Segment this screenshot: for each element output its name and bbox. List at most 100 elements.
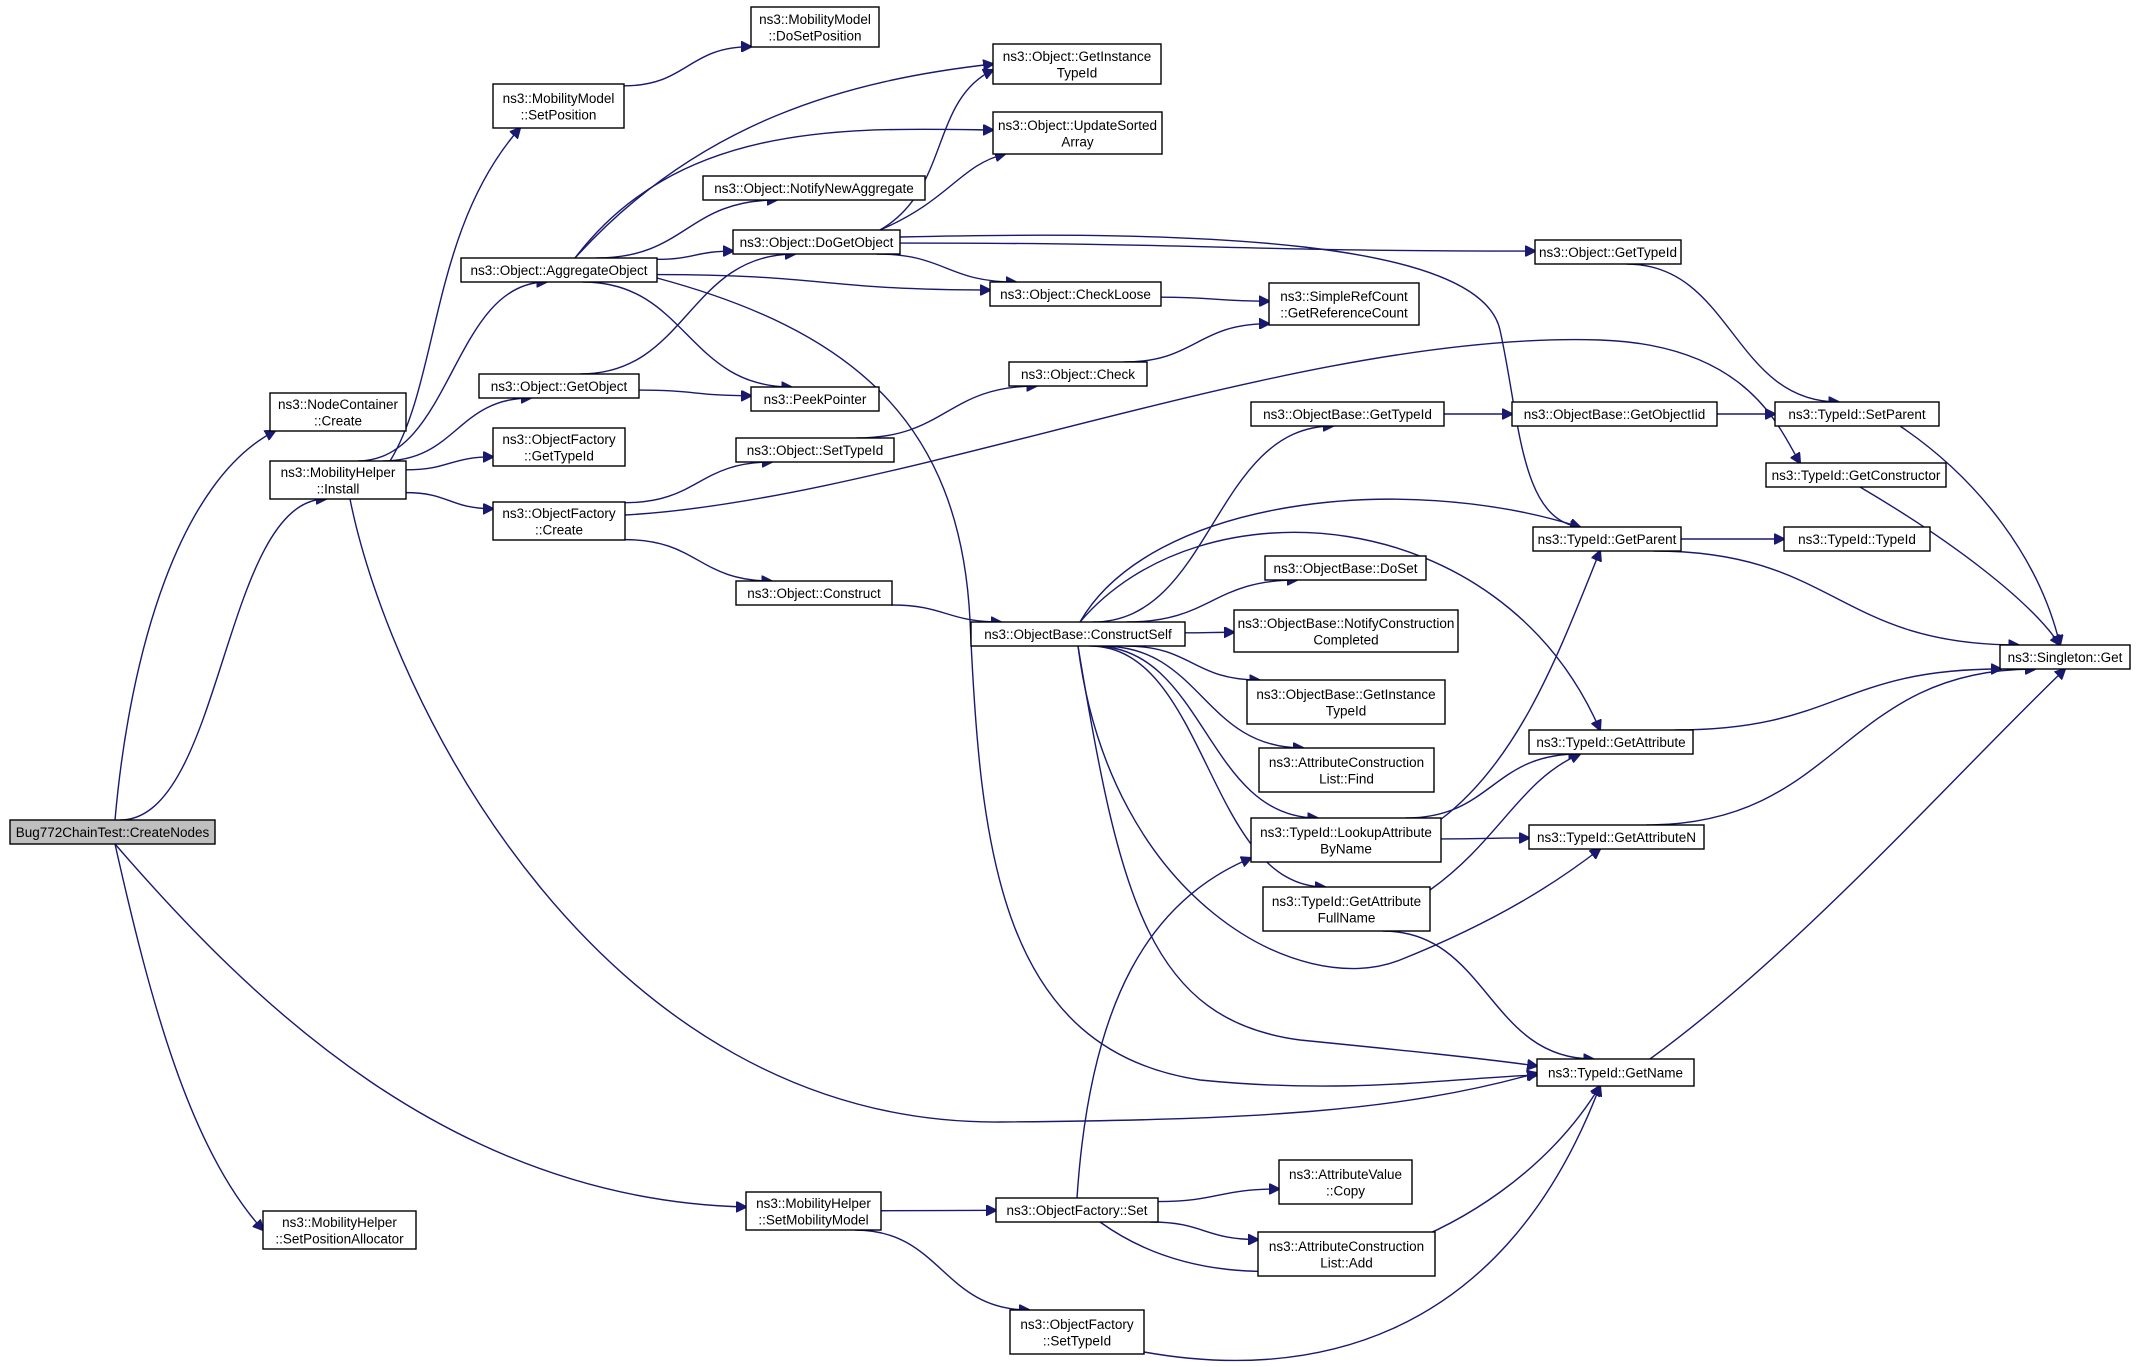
edge-obj_aggregate-to-obj_getinst [574,64,993,259]
node-box [1528,824,1705,850]
node-label: ns3::ObjectFactory::Set [1006,1203,1147,1218]
edge-ob_constructself-to-ob_doset [1126,580,1297,623]
node-ob_notifyconstr[interactable]: ns3::ObjectBase::NotifyConstructionCompl… [1233,609,1459,653]
node-obj_check[interactable]: ns3::Object::Check [1008,361,1148,387]
edge-root-to-mh_setpa [114,843,263,1230]
edge-obj_dogetobject-to-obj_updsorted [879,154,1005,231]
node-nc_create[interactable]: ns3::NodeContainer::Create [269,392,407,432]
node-tid_getparent[interactable]: ns3::TypeId::GetParent [1532,526,1682,552]
node-singleton_get[interactable]: ns3::Singleton::Get [1999,644,2131,670]
node-label: ns3::Singleton::Get [2008,650,2123,665]
node-box [750,386,880,412]
node-tid_getattrn[interactable]: ns3::TypeId::GetAttributeN [1528,824,1705,850]
node-root[interactable]: Bug772ChainTest::CreateNodes [9,819,216,845]
node-obj_checkloose[interactable]: ns3::Object::CheckLoose [989,281,1162,307]
edge-of_set-to-tid_lookupattr [1076,858,1251,1199]
edge-tid_getattrfull-to-tid_getname [1382,930,1594,1059]
node-label: ns3::ObjectFactory [502,432,616,447]
node-box [1250,817,1442,863]
edge-of_create-to-obj_settypeid [624,462,772,504]
node-obj_construct[interactable]: ns3::Object::Construct [735,580,893,606]
edge-tid_lookupattr-to-tid_getattrn [1440,838,1529,839]
edge-obj_dogetobject-to-obj_getinst [879,70,993,231]
node-mh_install[interactable]: ns3::MobilityHelper::Install [269,460,407,500]
node-label: ns3::TypeId::GetAttributeN [1537,830,1696,845]
node-box [1528,729,1694,755]
node-box [460,257,658,283]
node-box [1783,526,1931,552]
node-mm_setpos[interactable]: ns3::MobilityModel::SetPosition [492,83,625,129]
node-label: Bug772ChainTest::CreateNodes [16,825,210,840]
node-label: ns3::TypeId::LookupAttribute [1260,825,1432,840]
node-tid_getconstructor[interactable]: ns3::TypeId::GetConstructor [1765,462,1947,488]
edge-ob_constructself-to-tid_getattrn [1077,645,1600,970]
node-box [735,580,893,606]
node-av_copy[interactable]: ns3::AttributeValue::Copy [1278,1159,1413,1205]
node-of_set[interactable]: ns3::ObjectFactory::Set [995,1197,1159,1223]
edge-ob_constructself-to-tid_getattrfull [1089,645,1325,887]
node-of_gettypeid[interactable]: ns3::ObjectFactory::GetTypeId [492,427,626,467]
node-label: ns3::MobilityHelper [756,1196,871,1211]
node-ob_getobjectiid[interactable]: ns3::ObjectBase::GetObjectIid [1511,401,1718,427]
node-mh_setmm[interactable]: ns3::MobilityHelper::SetMobilityModel [745,1191,882,1231]
edge-mh_install-to-of_create [405,491,493,509]
edge-obj_aggregate-to-obj_checkloose [656,273,990,290]
node-peekpointer[interactable]: ns3::PeekPointer [750,386,880,412]
node-tid_getname[interactable]: ns3::TypeId::GetName [1536,1058,1695,1087]
node-mm_dosetpos[interactable]: ns3::MobilityModel::DoSetPosition [750,6,880,48]
node-box [995,1197,1159,1223]
node-label: ns3::Object::Check [1021,367,1135,382]
node-tid_setparent[interactable]: ns3::TypeId::SetParent [1774,401,1940,427]
edge-obj_getobject-to-peekpointer [638,389,751,396]
node-obj_getobject[interactable]: ns3::Object::GetObject [478,373,640,399]
node-mh_setpa[interactable]: ns3::MobilityHelper::SetPositionAllocato… [262,1210,417,1250]
node-label: ns3::ObjectBase::NotifyConstruction [1238,616,1455,631]
node-label: ns3::TypeId::TypeId [1798,532,1916,547]
node-obj_dogetobject[interactable]: ns3::Object::DoGetObject [732,229,901,255]
edge-obj_aggregate-to-obj_updsorted [574,129,993,259]
node-label: ByName [1320,841,1372,856]
node-box [269,460,407,500]
node-ob_gettypeid[interactable]: ns3::ObjectBase::GetTypeId [1250,401,1445,427]
node-box [1233,609,1459,653]
node-box [262,1210,417,1250]
node-obj_aggregate[interactable]: ns3::Object::AggregateObject [460,257,658,283]
edge-tid_getconstructor-to-singleton_get [1859,486,2060,645]
node-box [1534,239,1682,265]
node-label: ns3::Object::UpdateSorted [998,118,1157,133]
node-label: Completed [1313,632,1378,647]
edge-obj_dogetobject-to-tid_getparent [899,234,1580,527]
edge-obj_aggregate-to-obj_notifynew [596,200,776,259]
node-label: ns3::ObjectBase::GetObjectIid [1524,407,1706,422]
node-of_settypeid[interactable]: ns3::ObjectFactory::SetTypeId [1009,1309,1145,1355]
edge-root-to-mh_install [120,499,326,821]
edge-tid_getattrfull-to-tid_getattribute [1429,754,1580,891]
node-obj_notifynew[interactable]: ns3::Object::NotifyNewAggregate [702,175,926,201]
node-box [478,373,640,399]
node-ob_constructself[interactable]: ns3::ObjectBase::ConstructSelf [970,621,1186,647]
edge-obj_dogetobject-to-obj_gettypeid [899,242,1535,251]
node-src_getrefcount[interactable]: ns3::SimpleRefCount::GetReferenceCount [1268,282,1420,326]
node-label: ns3::TypeId::SetParent [1788,407,1926,422]
node-label: TypeId [1326,703,1367,718]
node-label: ns3::ObjectFactory [1020,1317,1134,1332]
node-box [1765,462,1947,488]
node-of_create[interactable]: ns3::ObjectFactory::Create [492,501,626,541]
node-obj_gettypeid[interactable]: ns3::Object::GetTypeId [1534,239,1682,265]
node-ob_doset[interactable]: ns3::ObjectBase::DoSet [1264,555,1427,581]
edge-tid_setparent-to-singleton_get [1899,425,2060,645]
node-tid_getattribute[interactable]: ns3::TypeId::GetAttribute [1528,729,1694,755]
node-tid_typeid[interactable]: ns3::TypeId::TypeId [1783,526,1931,552]
edge-ob_constructself-to-acl_find [1101,645,1303,748]
node-box [989,281,1162,307]
node-obj_settypeid[interactable]: ns3::Object::SetTypeId [735,437,895,463]
node-label: ns3::ObjectBase::DoSet [1273,561,1417,576]
edge-tid_lookupattr-to-tid_getparent [1439,551,1600,821]
